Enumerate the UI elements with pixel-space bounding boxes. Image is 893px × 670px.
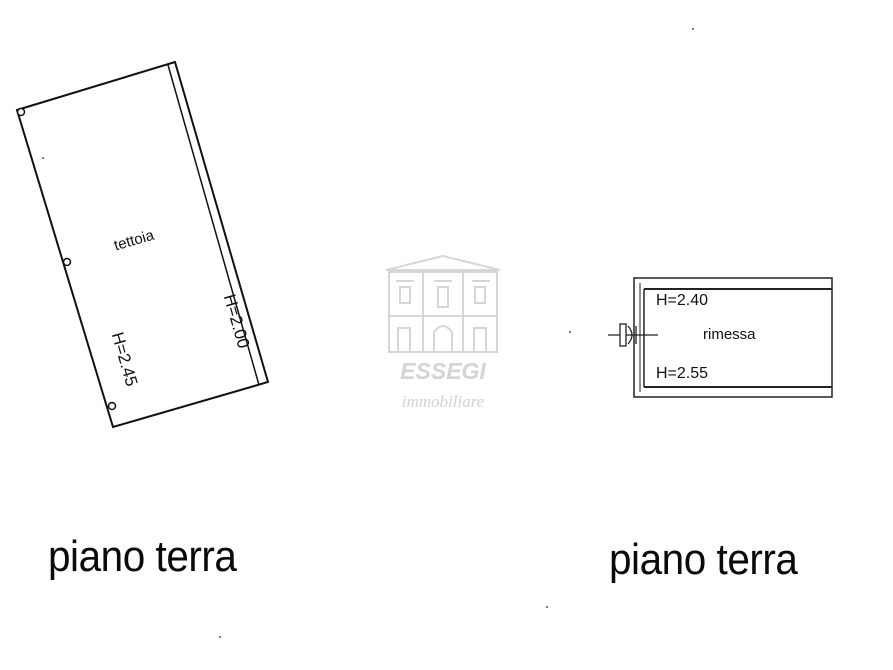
watermark-brand: ESSEGI <box>400 358 486 384</box>
caption-left: piano terra <box>48 532 237 581</box>
tettoia-outline <box>15 60 270 429</box>
scan-speck <box>569 331 571 333</box>
caption-right: piano terra <box>609 535 798 584</box>
door-symbol <box>608 323 658 347</box>
building-facade-icon <box>385 254 501 353</box>
rimessa-plan-outline <box>633 277 833 398</box>
room-label-rimessa: rimessa <box>703 326 756 343</box>
scan-speck <box>692 28 694 30</box>
column-markers <box>16 107 117 411</box>
scan-speck <box>219 636 221 638</box>
height-label-top: H=2.40 <box>656 292 709 309</box>
height-label-bottom: H=2.55 <box>656 365 709 382</box>
scan-speck <box>42 157 44 159</box>
watermark-subtitle: immobiliare <box>401 392 485 411</box>
scan-speck <box>546 606 548 608</box>
